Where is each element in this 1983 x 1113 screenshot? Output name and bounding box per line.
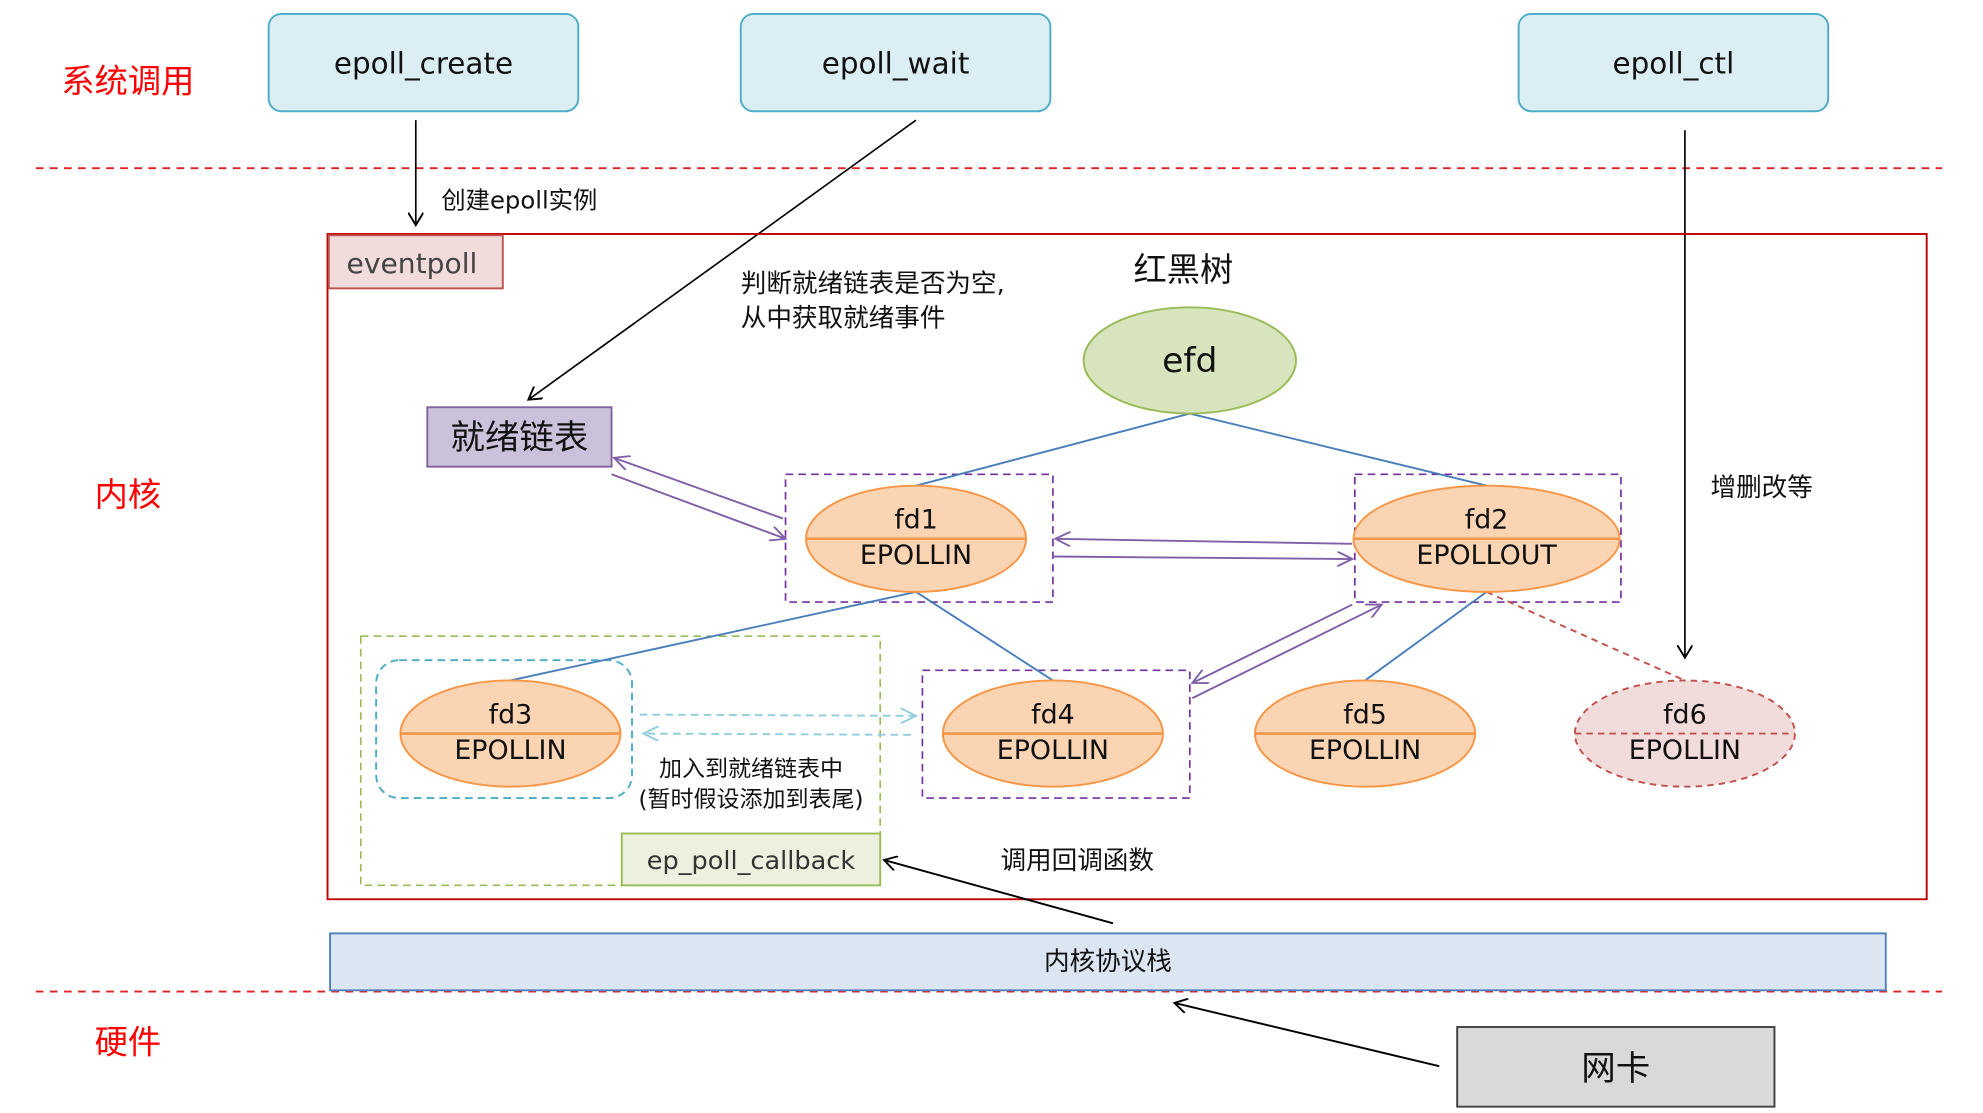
fd-event: EPOLLIN bbox=[997, 735, 1109, 766]
protocol-stack-label: 内核协议栈 bbox=[1044, 946, 1172, 976]
fd-node-fd5: fd5 EPOLLIN bbox=[1254, 679, 1477, 788]
syscall-epoll-wait[interactable]: epoll_wait bbox=[739, 12, 1052, 113]
fd-name: fd3 bbox=[489, 700, 533, 731]
syscall-label: epoll_ctl bbox=[1613, 47, 1735, 81]
fd-event: EPOLLIN bbox=[860, 540, 972, 571]
fd-node-fd4: fd4 EPOLLIN bbox=[941, 679, 1164, 788]
fd-name: fd5 bbox=[1343, 700, 1387, 731]
ctl-desc: 增删改等 bbox=[1710, 472, 1812, 502]
wait-desc-line2: 从中获取就绪事件 bbox=[741, 302, 946, 332]
syscall-label: epoll_wait bbox=[822, 47, 970, 81]
ready-list: 就绪链表 bbox=[426, 406, 613, 468]
fd-event: EPOLLIN bbox=[1309, 735, 1421, 766]
fd-node-fd6: fd6 EPOLLIN bbox=[1573, 679, 1796, 788]
arrow-to-callback bbox=[884, 860, 1114, 925]
callback-label: ep_poll_callback bbox=[647, 845, 856, 875]
syscall-epoll-ctl[interactable]: epoll_ctl bbox=[1517, 12, 1830, 113]
eventpoll-label: eventpoll bbox=[347, 247, 478, 280]
ready-list-links bbox=[611, 458, 1382, 700]
wait-desc-line1: 判断就绪链表是否为空, bbox=[741, 268, 1005, 298]
layer-label-syscall: 系统调用 bbox=[61, 62, 194, 101]
fd-name: fd1 bbox=[894, 505, 938, 536]
rbtree-root-efd: efd bbox=[1082, 306, 1297, 415]
callback-region bbox=[359, 635, 882, 887]
fd-name: fd6 bbox=[1663, 700, 1707, 731]
arrow-nic-to-stack bbox=[1174, 1003, 1440, 1068]
create-instance-label: 创建epoll实例 bbox=[441, 187, 597, 215]
call-callback-label: 调用回调函数 bbox=[1000, 845, 1154, 875]
nic-label: 网卡 bbox=[1581, 1049, 1650, 1089]
fd-event: EPOLLOUT bbox=[1416, 540, 1557, 571]
layer-label-hardware: 硬件 bbox=[95, 1023, 162, 1062]
fd-name: fd2 bbox=[1465, 505, 1509, 536]
syscall-epoll-create[interactable]: epoll_create bbox=[267, 12, 580, 113]
add-ready-line1: 加入到就绪链表中 bbox=[659, 757, 843, 783]
fd4-ready-box bbox=[921, 669, 1191, 799]
layer-label-kernel: 内核 bbox=[95, 475, 162, 514]
fd3-ready-highlight bbox=[375, 659, 633, 800]
fd-node-fd2: fd2 EPOLLOUT bbox=[1352, 484, 1621, 593]
rbtree-title: 红黑树 bbox=[1134, 250, 1234, 289]
eventpoll-tag: eventpoll bbox=[327, 234, 504, 290]
fd-event: EPOLLIN bbox=[454, 735, 566, 766]
add-ready-line2: (暂时假设添加到表尾) bbox=[638, 787, 863, 813]
fd-node-fd3: fd3 EPOLLIN bbox=[399, 679, 622, 788]
fd1-ready-box bbox=[784, 473, 1054, 603]
kernel-protocol-stack: 内核协议栈 bbox=[329, 932, 1887, 992]
tree-edges bbox=[510, 412, 1686, 682]
efd-label: efd bbox=[1162, 341, 1217, 381]
fd-name: fd4 bbox=[1031, 700, 1075, 731]
fd-node-fd1: fd1 EPOLLIN bbox=[805, 484, 1028, 593]
pending-links bbox=[639, 715, 916, 735]
fd-event: EPOLLIN bbox=[1629, 735, 1741, 766]
eventpoll-container bbox=[326, 233, 1928, 901]
ep-poll-callback: ep_poll_callback bbox=[620, 832, 882, 887]
arrow-wait bbox=[528, 119, 917, 400]
fd2-ready-box bbox=[1354, 473, 1622, 603]
ready-list-label: 就绪链表 bbox=[450, 418, 588, 458]
network-card: 网卡 bbox=[1456, 1026, 1776, 1108]
syscall-label: epoll_create bbox=[334, 47, 513, 81]
